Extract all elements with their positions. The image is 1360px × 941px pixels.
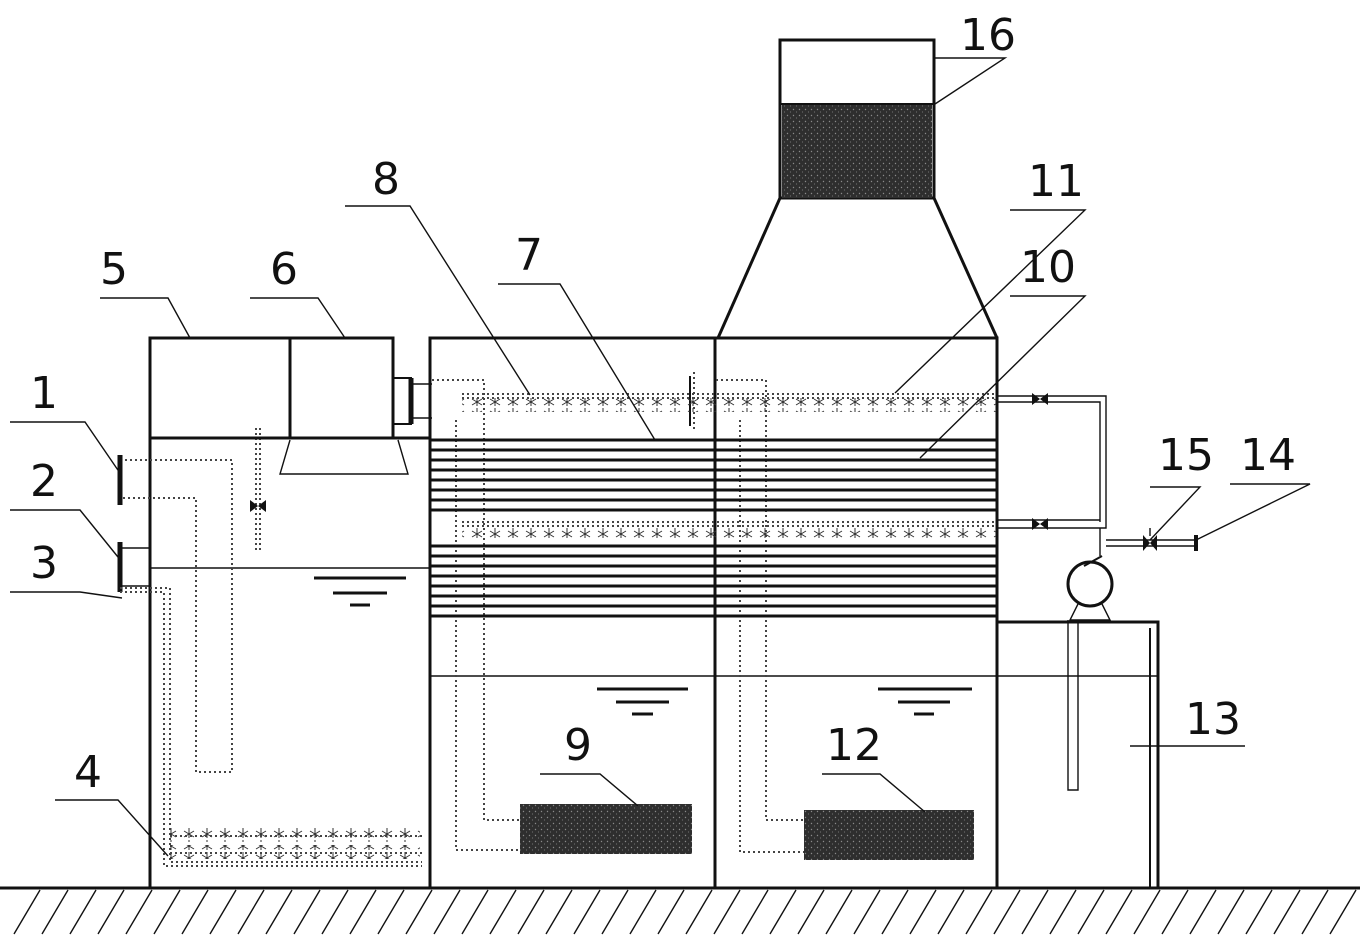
label-16: 16 — [960, 10, 1016, 61]
box-6 — [288, 336, 432, 440]
label-15: 15 — [1158, 430, 1214, 481]
media-block-9 — [520, 804, 692, 854]
third-tank — [713, 336, 999, 890]
pump-15 — [1066, 555, 1114, 791]
label-4: 4 — [74, 747, 102, 798]
label-11: 11 — [1028, 156, 1084, 207]
pipe-network — [997, 393, 1198, 556]
water-level-icon — [314, 576, 406, 607]
label-3: 3 — [30, 538, 58, 589]
label-10: 10 — [1020, 242, 1076, 293]
label-1: 1 — [30, 368, 58, 419]
labels: 1 2 3 4 5 6 7 8 9 10 11 12 13 14 15 16 — [30, 10, 1296, 798]
hopper-16 — [716, 38, 999, 339]
label-12: 12 — [826, 720, 882, 771]
label-8: 8 — [372, 154, 400, 205]
label-7: 7 — [515, 230, 543, 281]
label-2: 2 — [30, 456, 58, 507]
first-tank — [117, 428, 432, 890]
packing-layers — [430, 438, 997, 618]
box-5 — [148, 336, 292, 440]
second-tank — [428, 336, 717, 890]
spray-pipes — [462, 393, 996, 540]
label-13: 13 — [1185, 694, 1241, 745]
tank-13 — [997, 620, 1160, 888]
label-14: 14 — [1240, 430, 1296, 481]
ground — [0, 886, 1360, 935]
label-5: 5 — [100, 244, 128, 295]
label-9: 9 — [564, 720, 592, 771]
leader-lines — [10, 57, 1311, 857]
media-block-12 — [804, 810, 974, 860]
label-6: 6 — [270, 244, 298, 295]
